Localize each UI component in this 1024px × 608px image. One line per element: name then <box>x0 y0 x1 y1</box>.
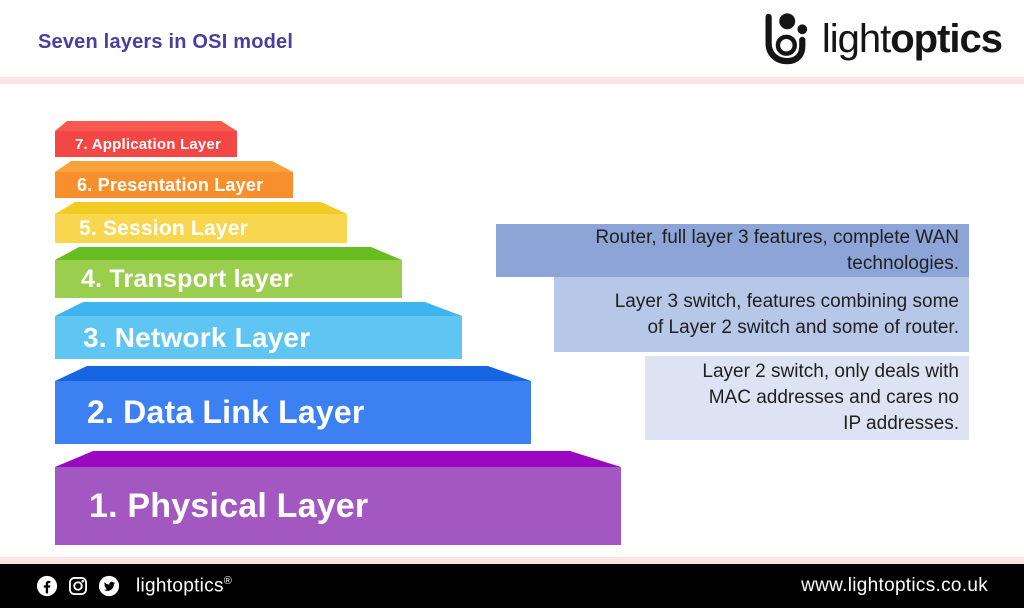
footer-social: lightoptics® <box>36 575 232 597</box>
note-layer2-switch: Layer 2 switch, only deals with MAC addr… <box>645 356 969 440</box>
layer-top-face <box>55 302 462 316</box>
facebook-icon <box>36 575 58 597</box>
osi-layer-7-application: 7. Application Layer <box>55 121 237 157</box>
brand-logo-optics: optics <box>890 16 1003 61</box>
footer-divider <box>0 557 1024 564</box>
brand-logo-icon <box>758 8 820 70</box>
layer-label: 1. Physical Layer <box>55 467 621 545</box>
osi-layer-2-datalink: 2. Data Link Layer <box>55 366 531 444</box>
brand-logo-text: lightoptics <box>821 16 1003 62</box>
twitter-icon <box>98 575 120 597</box>
footer: lightoptics® www.lightoptics.co.uk <box>0 564 1024 608</box>
page-title: Seven layers in OSI model <box>38 31 294 53</box>
osi-layer-3-network: 3. Network Layer <box>55 302 462 359</box>
layer-label: 5. Session Layer <box>55 214 347 243</box>
layer-top-face <box>55 366 531 381</box>
layer-top-face <box>55 161 293 172</box>
layer-top-face <box>55 121 237 131</box>
footer-brand-text: lightoptics® <box>136 574 233 597</box>
osi-layer-5-session: 5. Session Layer <box>55 202 347 243</box>
layer-label: 6. Presentation Layer <box>55 172 293 198</box>
layer-top-face <box>55 451 621 467</box>
note-layer3-switch: Layer 3 switch, features combining some … <box>554 277 969 352</box>
layer-label: 3. Network Layer <box>55 316 462 359</box>
header-divider <box>0 77 1024 84</box>
instagram-icon <box>67 575 89 597</box>
registered-mark: ® <box>223 574 233 587</box>
osi-layer-1-physical: 1. Physical Layer <box>55 451 621 545</box>
layer-top-face <box>55 202 347 214</box>
layer-top-face <box>55 247 402 260</box>
layer-label: 2. Data Link Layer <box>55 381 531 444</box>
osi-layer-4-transport: 4. Transport layer <box>55 247 402 298</box>
brand-logo: lightoptics <box>758 8 1003 70</box>
layer-label: 7. Application Layer <box>55 131 237 157</box>
osi-layer-6-presentation: 6. Presentation Layer <box>55 161 293 198</box>
footer-website: www.lightoptics.co.uk <box>801 575 988 596</box>
header: Seven layers in OSI model lightoptics <box>0 0 1024 77</box>
brand-logo-light: light <box>821 16 891 61</box>
layer-label: 4. Transport layer <box>55 260 402 298</box>
note-router: Router, full layer 3 features, complete … <box>496 224 969 277</box>
